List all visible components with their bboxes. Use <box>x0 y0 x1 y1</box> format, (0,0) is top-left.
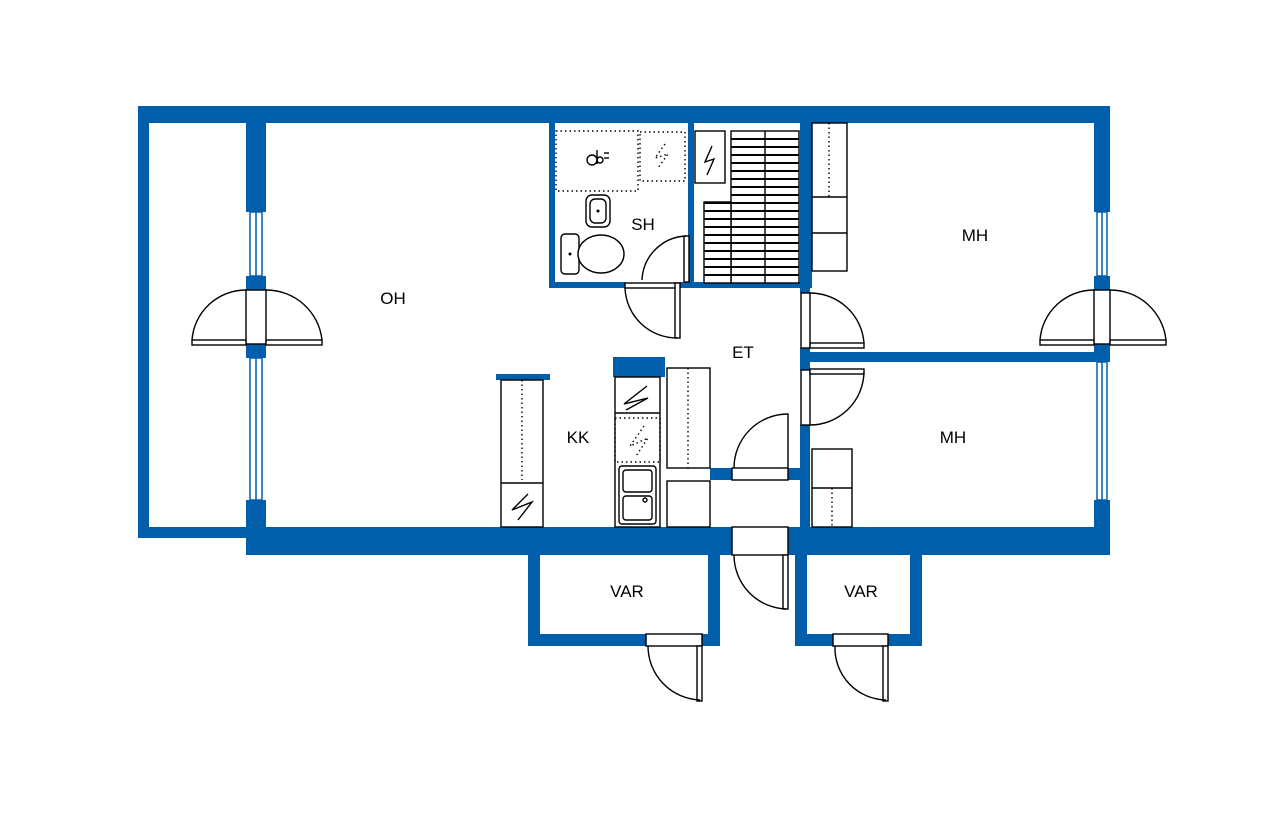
wardrobe-bedroom-2 <box>811 448 853 528</box>
label-bathroom: SH <box>631 215 655 234</box>
wall-inner-left-b <box>246 276 266 290</box>
door-swing-icon <box>624 282 681 339</box>
wall-bath-bottom-a <box>549 282 625 288</box>
label-kitchen: KK <box>567 428 590 447</box>
wall-bath-right <box>688 123 694 288</box>
label-living-room: OH <box>380 289 406 308</box>
label-bedroom-2: MH <box>940 428 966 447</box>
staircase-icon <box>694 130 800 284</box>
wall-right-d <box>1094 500 1110 555</box>
window-icon <box>249 211 263 277</box>
door-swing-icon <box>645 633 703 702</box>
wall-top <box>138 106 1110 123</box>
wall-inner-left-c <box>246 344 266 358</box>
wall-bottom-a <box>246 527 732 555</box>
label-bedroom-1: MH <box>962 226 988 245</box>
shower-icon <box>555 130 639 192</box>
label-storage-2: VAR <box>844 582 878 601</box>
wall-var1-right <box>708 550 720 646</box>
washing-machine-icon <box>639 131 686 182</box>
door-swing-icon <box>800 368 865 426</box>
walls <box>138 106 1110 646</box>
wall-balcony-bottom <box>138 527 258 538</box>
door-swing-icon <box>641 235 690 283</box>
door-swing-icon <box>731 413 789 481</box>
sink-icon <box>618 465 657 525</box>
electric-outlet-icon <box>627 425 650 457</box>
refrigerator <box>500 379 544 528</box>
door-swing-icon <box>191 289 323 346</box>
electric-outlet-icon <box>511 493 535 521</box>
wall-right-b <box>1094 276 1110 290</box>
toilet-icon <box>560 233 625 275</box>
door-swing-icon <box>800 292 865 349</box>
room-labels: OH SH MH ET KK MH VAR VAR <box>380 215 988 601</box>
washbasin-icon <box>585 194 611 228</box>
kitchen-counter <box>614 376 661 528</box>
wall-var2-bottom-a <box>795 634 833 646</box>
wall-var1-bottom-b <box>702 634 720 646</box>
cabinet <box>666 480 711 528</box>
wardrobe-bedroom-1 <box>811 122 848 272</box>
door-swing-icon <box>832 633 889 702</box>
wall-bath-left <box>549 106 555 288</box>
wall-var2-bottom-b <box>888 634 922 646</box>
wall-right-a <box>1094 106 1110 212</box>
window-icon <box>1096 361 1108 501</box>
label-hall: ET <box>732 343 754 362</box>
door-swing-icon <box>1039 289 1167 346</box>
wall-bed2-left <box>800 425 810 535</box>
wall-var2-right <box>910 550 922 646</box>
window-icon <box>1096 211 1108 277</box>
kitchen-fixtures <box>500 367 711 528</box>
wall-bed1-left-a <box>800 288 810 293</box>
label-storage-1: VAR <box>610 582 644 601</box>
wall-stair-right <box>800 123 812 288</box>
door-swing-icon <box>731 526 789 610</box>
doors <box>191 235 1167 702</box>
wall-var1-left <box>528 550 540 646</box>
stove-icon <box>623 385 649 411</box>
wall-var2-left <box>795 550 807 646</box>
wall-bath-bottom-b <box>680 282 810 288</box>
window-icon <box>249 357 263 501</box>
wall-bottom-b <box>788 527 1110 555</box>
wall-left-outer <box>138 106 149 538</box>
bathroom-fixtures <box>555 130 686 275</box>
wall-kitchen-cap <box>496 374 550 380</box>
wall-bedrooms-divider <box>800 352 1110 362</box>
wall-inner-left-a <box>246 106 266 212</box>
stair-steps <box>704 138 799 276</box>
windows <box>249 211 1108 501</box>
wall-var1-bottom-a <box>528 634 646 646</box>
wall-kitchen-column <box>613 357 665 377</box>
